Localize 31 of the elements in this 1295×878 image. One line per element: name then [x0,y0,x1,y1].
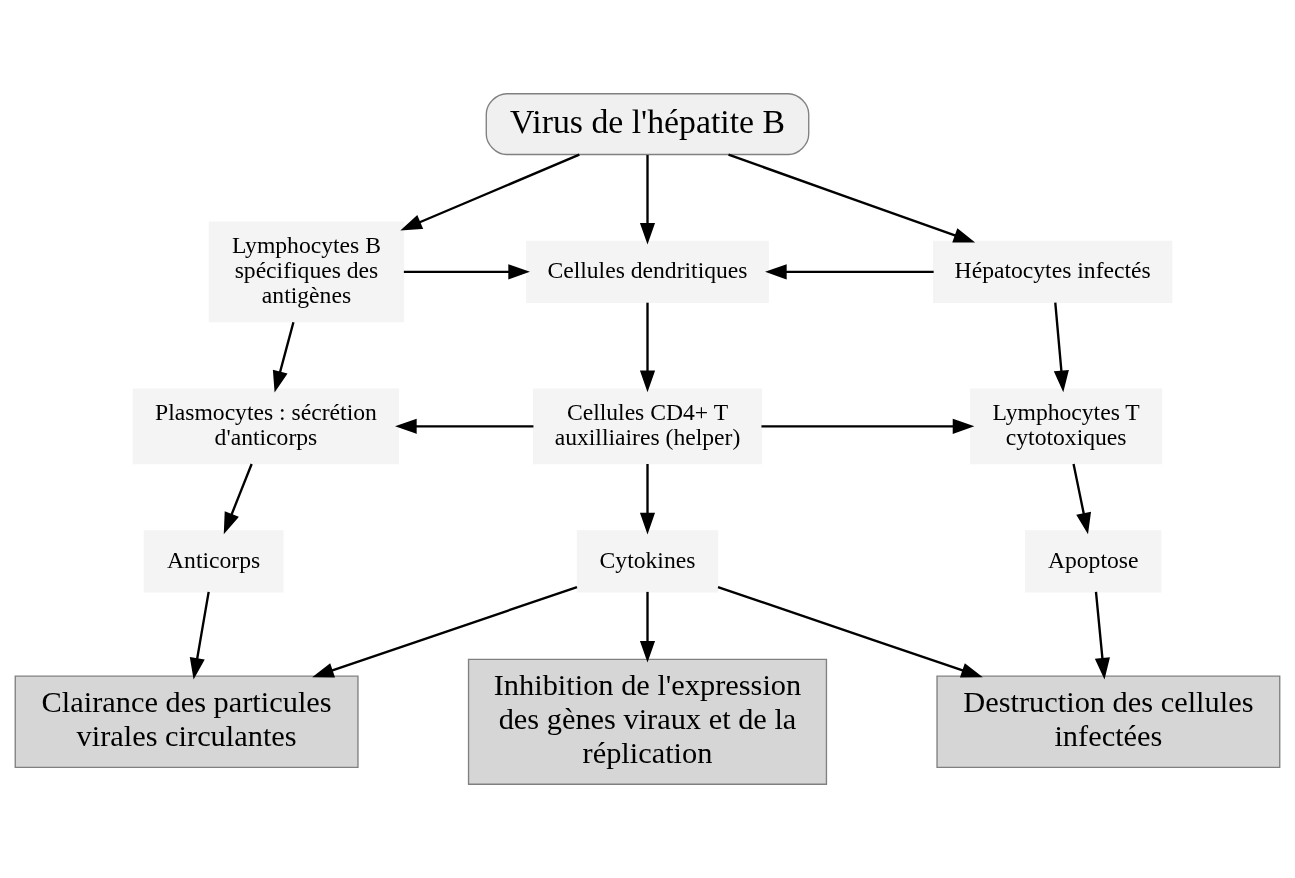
node-box: Cellules CD4+ T auxilliaires (helper) [532,388,763,465]
arrow [1094,591,1110,680]
arrow [639,302,656,393]
node-box: Plasmocytes : sécrétion d'anticorps [132,388,400,465]
node-box: Anticorps [143,530,284,593]
arrow [639,464,656,535]
node-box: Apoptose [1025,530,1162,593]
node-box: Destruction des cellules infectées [936,675,1281,769]
arrow [761,418,975,434]
node-box: Inhibition de l'expression des gènes viraux et de la réplication [467,658,828,785]
node-box: Lymphocytes T cytotoxiques [970,388,1163,465]
node-box: Clairance des particules virales circulantes [14,675,359,769]
arrow [189,591,210,680]
node-box: Cytokines [576,530,719,593]
arrow [223,463,253,535]
arrow [765,264,934,280]
arrow [403,264,530,280]
arrow [1072,463,1092,535]
node-box: Lymphocytes B spécifiques des antigènes [208,221,405,323]
node-box: Hépatocytes infectés [933,240,1173,303]
node-box: Cellules dendritiques [526,240,769,303]
node-box: Virus de l'hépatite B [485,93,810,156]
arrow [639,591,656,663]
arrow [717,586,983,678]
arrow [728,153,976,243]
arrow [639,155,656,245]
arrow [1053,302,1069,393]
arrow [312,586,578,678]
arrow [400,153,580,231]
arrow [272,321,295,393]
arrow [395,418,534,434]
